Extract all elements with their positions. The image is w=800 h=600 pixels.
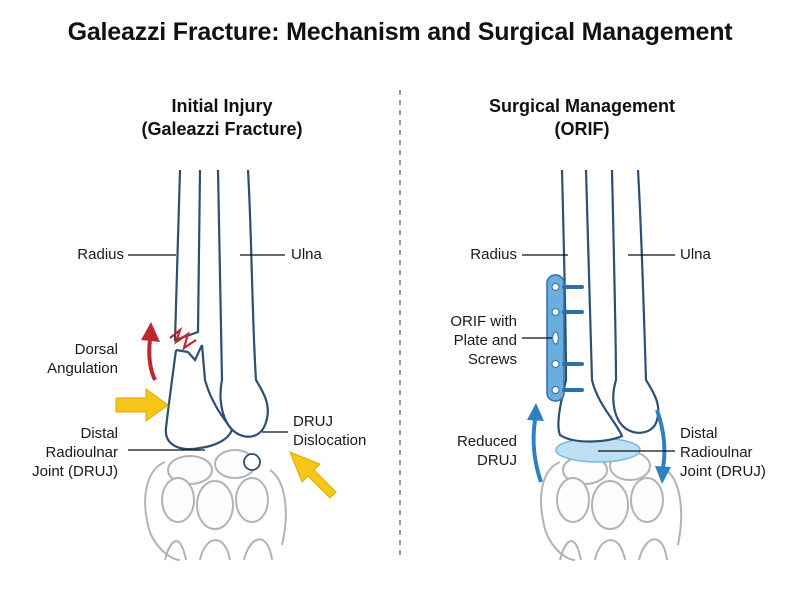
label-reduced-druj: Reduced DRUJ <box>457 432 517 470</box>
label-druj-dislocation: DRUJ Dislocation <box>293 412 366 450</box>
reduction-arrow-down <box>655 409 671 484</box>
right-panel-title: Surgical Management (ORIF) <box>432 95 732 141</box>
druj-dislocation-marker <box>243 453 261 471</box>
fracture-mark <box>169 326 197 351</box>
label-druj-left-line2: Radioulnar <box>45 444 118 461</box>
orif-screws <box>562 285 584 392</box>
label-radius-right: Radius <box>470 246 517 263</box>
label-orif-line2: Plate and <box>453 332 517 349</box>
right-panel-title-line1: Surgical Management <box>488 96 676 116</box>
right-ulna-bone <box>610 169 660 434</box>
label-dislocation-line2: Dislocation <box>293 432 367 449</box>
label-dorsal-line2: Angulation <box>47 360 118 377</box>
left-panel-title: Initial Injury (Galeazzi Fracture) <box>72 95 372 141</box>
label-druj-left: Distal Radioulnar Joint (DRUJ) <box>32 424 118 481</box>
label-druj-left-line3: Joint (DRUJ) <box>32 463 118 480</box>
left-ulna-bone <box>216 169 269 438</box>
label-ulna-right: Ulna <box>680 246 711 263</box>
dorsal-angulation-arrow <box>141 322 160 381</box>
right-radius-bone <box>557 169 624 443</box>
left-panel-title-line2: (Galeazzi Fracture) <box>141 119 303 139</box>
label-orif-line3: Screws <box>467 351 517 368</box>
label-orif-line1: ORIF with <box>450 313 517 330</box>
label-radius-left: Radius <box>77 246 124 263</box>
force-arrow-left <box>115 388 169 422</box>
right-panel-title-line2: (ORIF) <box>554 119 610 139</box>
orif-plate <box>546 274 565 402</box>
label-dorsal-line1: Dorsal <box>74 341 118 358</box>
label-reduced-line1: Reduced <box>456 433 517 450</box>
label-dislocation-line1: DRUJ <box>293 413 333 430</box>
force-arrow-right <box>289 451 337 499</box>
label-ulna-left: Ulna <box>291 246 322 263</box>
label-dorsal-angulation: Dorsal Angulation <box>47 340 118 378</box>
label-druj-right-line1: Distal <box>680 425 718 442</box>
label-druj-right: Distal Radioulnar Joint (DRUJ) <box>680 424 766 481</box>
label-druj-left-line1: Distal <box>80 425 118 442</box>
label-reduced-line2: DRUJ <box>477 452 517 469</box>
left-carpals <box>144 449 287 561</box>
left-panel-title-line1: Initial Injury <box>171 96 273 116</box>
label-druj-right-line2: Radioulnar <box>680 444 753 461</box>
label-druj-right-line3: Joint (DRUJ) <box>680 463 766 480</box>
page-title: Galeazzi Fracture: Mechanism and Surgica… <box>67 18 733 46</box>
reduction-arrow-up <box>527 403 544 483</box>
label-orif: ORIF with Plate and Screws <box>450 312 517 369</box>
